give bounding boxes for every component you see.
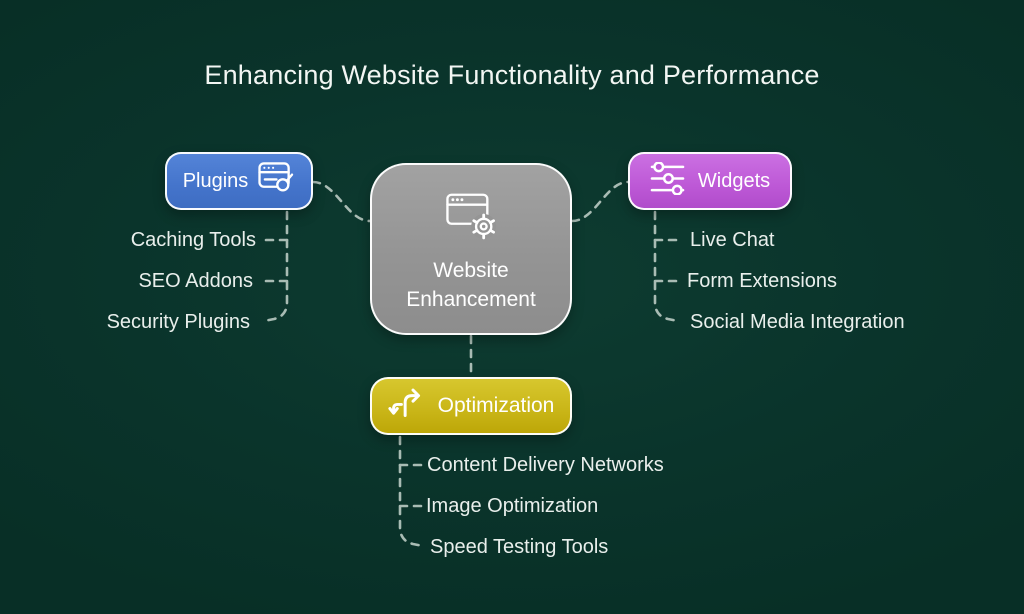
center-label: Website Enhancement <box>406 259 536 311</box>
node-plugins: Plugins <box>165 152 313 210</box>
transform-arrows-icon <box>388 385 426 427</box>
leaf-content-delivery-networks: Content Delivery Networks <box>427 454 664 476</box>
leaf-caching-tools: Caching Tools <box>130 229 256 251</box>
leaf-social-media-integration: Social Media Integration <box>690 311 905 333</box>
leaf-speed-testing-tools: Speed Testing Tools <box>430 536 609 558</box>
leaf-seo-addons: SEO Addons <box>138 270 253 292</box>
node-widgets: Widgets <box>628 152 792 210</box>
widgets-label: Widgets <box>697 169 771 192</box>
edge-optimization-tree <box>398 435 425 548</box>
edge-widgets-tree <box>653 210 680 323</box>
browser-gear-icon <box>442 190 500 248</box>
leaf-security-plugins: Security Plugins <box>106 311 250 333</box>
leaf-form-extensions: Form Extensions <box>687 270 838 292</box>
browser-plugin-icon <box>258 162 295 200</box>
optimization-label: Optimization <box>437 394 555 417</box>
leaf-image-optimization: Image Optimization <box>426 495 599 517</box>
edge-plugins-center <box>311 180 372 223</box>
node-optimization: Optimization <box>370 377 572 435</box>
leaf-live-chat: Live Chat <box>690 229 775 251</box>
plugins-label: Plugins <box>182 169 249 192</box>
edge-center-widgets <box>570 180 630 223</box>
edge-plugins-tree <box>262 210 289 323</box>
page-title: Enhancing Website Functionality and Perf… <box>204 60 820 90</box>
node-website-enhancement: Website Enhancement <box>370 163 572 335</box>
sliders-icon <box>650 161 685 200</box>
